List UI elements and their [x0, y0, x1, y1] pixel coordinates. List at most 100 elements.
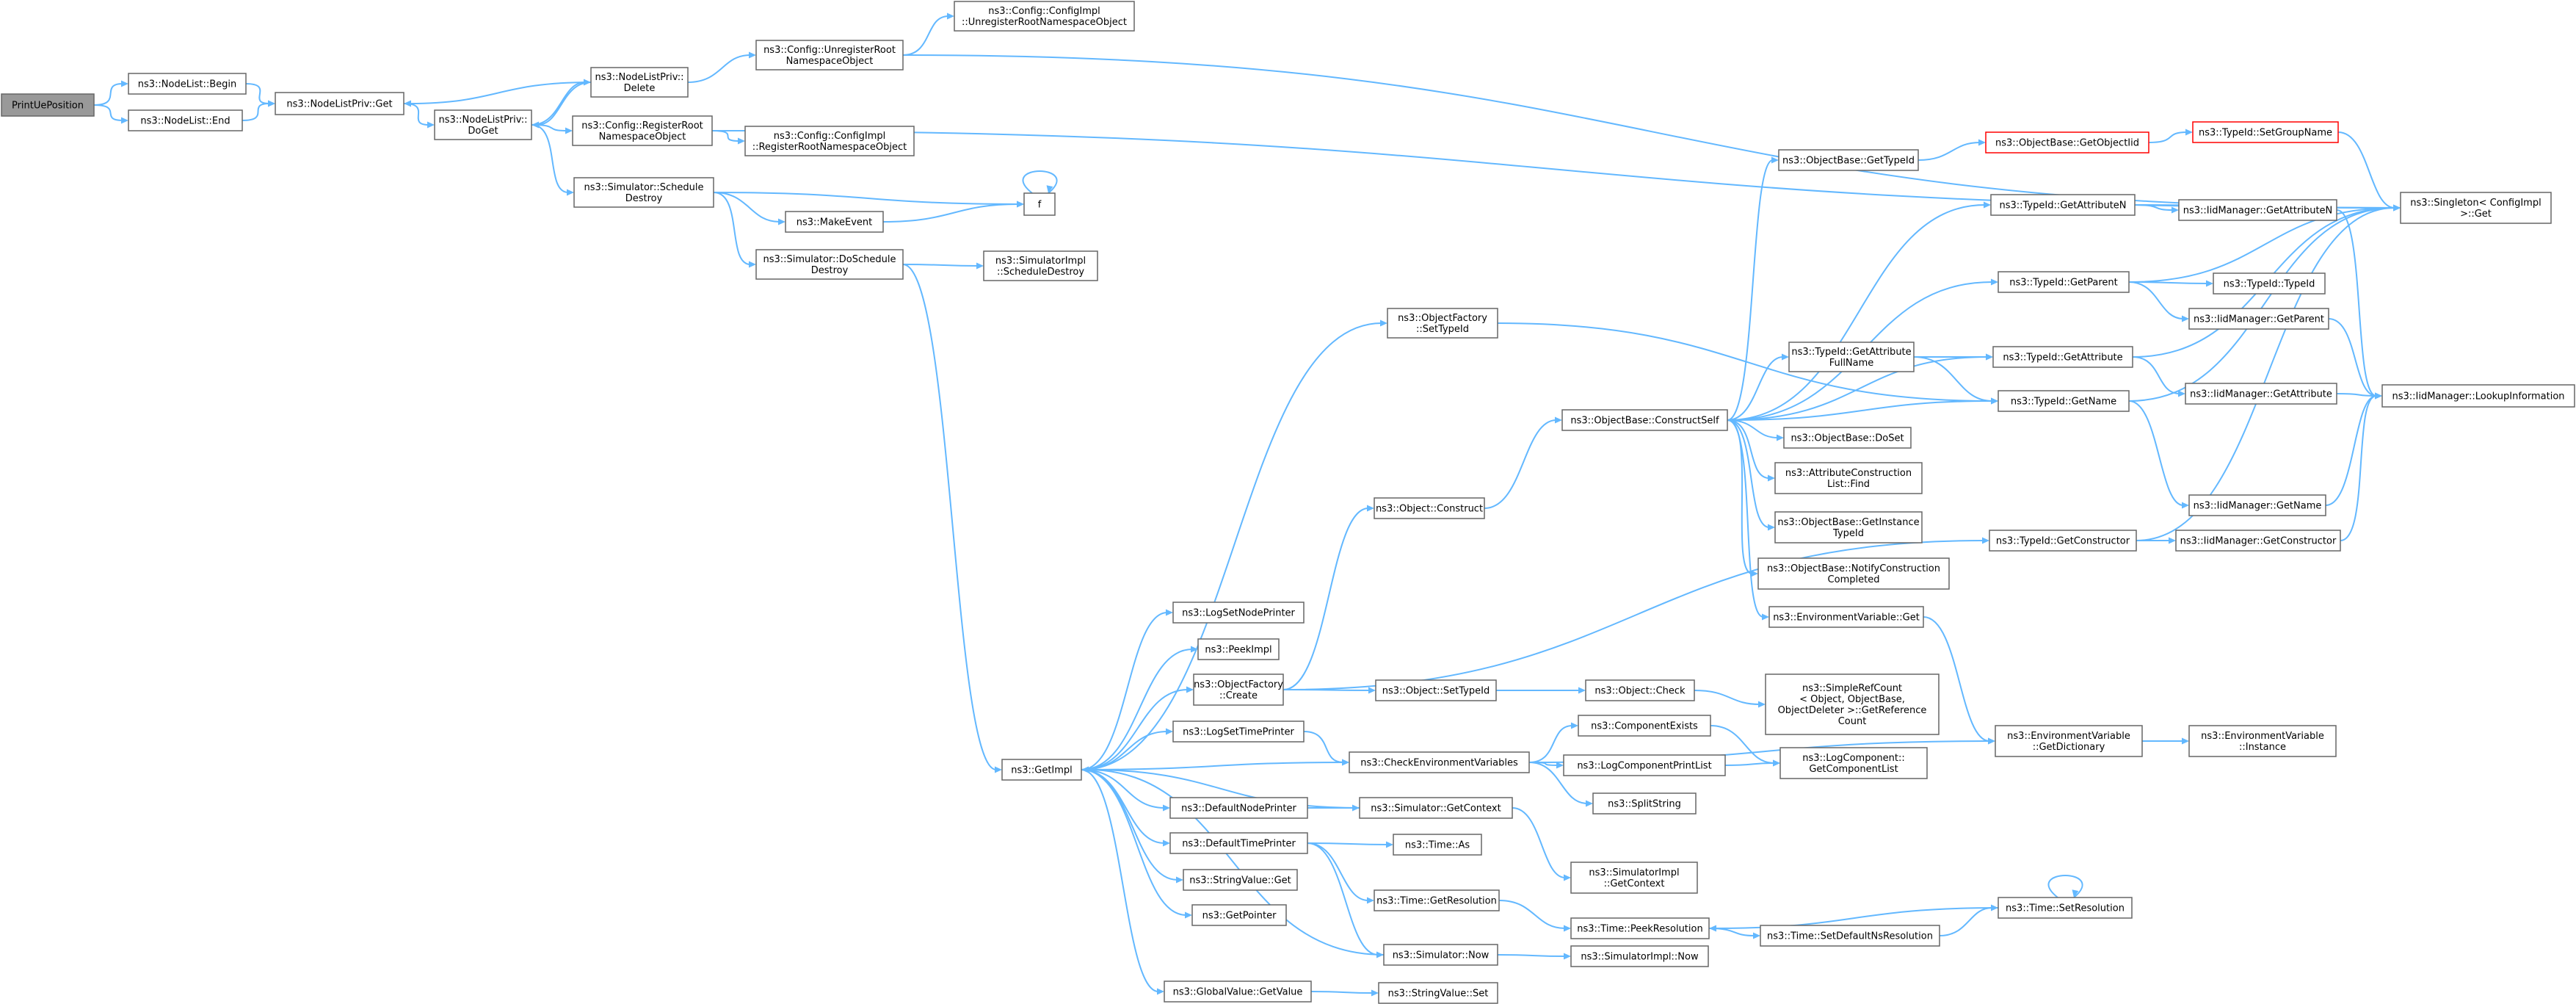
node-time-as[interactable]: ns3::Time::As: [1393, 834, 1482, 856]
node-simimpl-now[interactable]: ns3::SimulatorImpl::Now: [1570, 945, 1709, 967]
arrowhead: [1386, 841, 1393, 848]
node-time-getres[interactable]: ns3::Time::GetResolution: [1374, 889, 1500, 911]
edge-getimpl-to-of-settypeid: [1081, 322, 1382, 770]
node-iid-getattrn[interactable]: ns3::IidManager::GetAttributeN: [2178, 199, 2337, 221]
node-defnodeprinter[interactable]: ns3::DefaultNodePrinter: [1169, 797, 1308, 819]
edge-ob-construct-to-ob-gettypeid: [1727, 159, 1774, 421]
node-ob-construct[interactable]: ns3::ObjectBase::ConstructSelf: [1561, 409, 1728, 431]
node-label: ns3::LogSetNodePrinter: [1182, 608, 1295, 619]
node-getpointer[interactable]: ns3::GetPointer: [1191, 904, 1287, 926]
node-simimpl-getctx[interactable]: ns3::SimulatorImpl::GetContext: [1570, 862, 1698, 894]
node-f[interactable]: f: [1023, 192, 1056, 216]
node-getimpl[interactable]: ns3::GetImpl: [1001, 759, 1082, 781]
node-logcompprint[interactable]: ns3::LogComponentPrintList: [1563, 754, 1726, 776]
edge-iid-getattrn-to-iid-lookup: [2336, 209, 2377, 397]
edge-ob-construct-to-attr-find: [1727, 419, 1770, 479]
node-envvar-inst[interactable]: ns3::EnvironmentVariable::Instance: [2188, 725, 2337, 757]
node-of-create[interactable]: ns3::ObjectFactory::Create: [1193, 673, 1284, 706]
node-label: f: [1038, 200, 1042, 211]
node-tid-getctor[interactable]: ns3::TypeId::GetConstructor: [1989, 530, 2137, 552]
node-nlp-delete[interactable]: ns3::NodeListPriv::Delete: [590, 67, 689, 98]
node-time-setres[interactable]: ns3::Time::SetResolution: [1998, 897, 2133, 919]
edge-of-settypeid-to-tid-getname: [1497, 322, 1993, 402]
node-obj-settypeid[interactable]: ns3::Object::SetTypeId: [1375, 679, 1497, 701]
node-label: TypeId: [1832, 528, 1864, 539]
node-ob-doset[interactable]: ns3::ObjectBase::DoSet: [1783, 427, 1912, 449]
node-box: [1172, 721, 1305, 743]
node-label: ns3::ComponentExists: [1591, 721, 1698, 732]
node-tid-getname[interactable]: ns3::TypeId::GetName: [1998, 390, 2130, 412]
arrowhead: [2182, 315, 2189, 322]
node-singleton[interactable]: ns3::Singleton< ConfigImpl>::Get: [2400, 192, 2552, 224]
node-time-peekres[interactable]: ns3::Time::PeekResolution: [1570, 917, 1710, 939]
arrowhead: [1991, 278, 1998, 286]
node-peekimpl[interactable]: ns3::PeekImpl: [1197, 638, 1280, 660]
node-nl-end[interactable]: ns3::NodeList::End: [128, 109, 243, 131]
node-strval-get[interactable]: ns3::StringValue::Get: [1183, 869, 1298, 891]
edge-f-to-f: [1022, 170, 1058, 194]
node-envvar-get[interactable]: ns3::EnvironmentVariable::Get: [1768, 606, 1924, 628]
node-checkenv[interactable]: ns3::CheckEnvironmentVariables: [1349, 751, 1530, 773]
node-comp-exists[interactable]: ns3::ComponentExists: [1578, 715, 1711, 737]
node-cfgimpl-reg[interactable]: ns3::Config::ConfigImpl::RegisterRootNam…: [744, 126, 915, 156]
node-box: [1172, 602, 1305, 624]
node-tid-typeid[interactable]: ns3::TypeId::TypeId: [2213, 272, 2326, 295]
node-iid-getname[interactable]: ns3::IidManager::GetName: [2188, 494, 2326, 516]
node-time-setdefns[interactable]: ns3::Time::SetDefaultNsResolution: [1760, 925, 1940, 947]
edge-nlp-delete-to-cfg-unreg: [687, 54, 751, 83]
node-nlp-get[interactable]: ns3::NodeListPriv::Get: [275, 92, 404, 115]
node-nlp-doget[interactable]: ns3::NodeListPriv::DoGet: [434, 109, 532, 140]
node-sim-now[interactable]: ns3::Simulator::Now: [1383, 944, 1498, 966]
node-box: [1570, 945, 1709, 967]
node-envvar-dict[interactable]: ns3::EnvironmentVariable::GetDictionary: [1995, 725, 2143, 757]
node-tid-setgroup[interactable]: ns3::TypeId::SetGroupName: [2192, 121, 2339, 143]
node-iid-getparent[interactable]: ns3::IidManager::GetParent: [2188, 308, 2329, 330]
arrowhead: [268, 100, 275, 107]
node-box: [275, 92, 404, 115]
node-ob-getobjtid[interactable]: ns3::ObjectBase::GetObjectIid: [1985, 131, 2149, 154]
node-label: ns3::ObjectBase::NotifyConstruction: [1767, 563, 1940, 574]
node-simimpl-schedd[interactable]: ns3::SimulatorImpl::ScheduleDestroy: [983, 250, 1098, 281]
node-logsettime[interactable]: ns3::LogSetTimePrinter: [1172, 721, 1305, 743]
node-cfg-reg[interactable]: ns3::Config::RegisterRootNamespaceObject: [572, 115, 713, 146]
node-tid-getattr[interactable]: ns3::TypeId::GetAttribute: [1992, 346, 2133, 368]
node-sim-schedd[interactable]: ns3::Simulator::ScheduleDestroy: [573, 177, 714, 208]
node-makeevent[interactable]: ns3::MakeEvent: [785, 211, 884, 233]
node-label: ns3::GetPointer: [1202, 911, 1277, 922]
node-tid-getattrn[interactable]: ns3::TypeId::GetAttributeN: [1990, 194, 2136, 216]
edge-sim-schedd-to-makeevent: [713, 192, 780, 223]
node-iid-getattr[interactable]: ns3::IidManager::GetAttribute: [2185, 383, 2337, 405]
arrowhead: [1564, 925, 1571, 932]
node-of-settypeid[interactable]: ns3::ObjectFactory::SetTypeId: [1387, 308, 1498, 339]
node-obj-construct[interactable]: ns3::Object::Construct: [1374, 497, 1485, 519]
node-nl-begin[interactable]: ns3::NodeList::Begin: [128, 73, 247, 95]
node-printue[interactable]: PrintUePosition: [1, 93, 95, 117]
node-tid-getparent[interactable]: ns3::TypeId::GetParent: [1998, 271, 2130, 293]
edge-printue-to-nl-begin: [93, 83, 123, 106]
node-logcomp-getlist[interactable]: ns3::LogComponent::GetComponentList: [1779, 747, 1928, 779]
node-strval-set[interactable]: ns3::StringValue::Set: [1378, 982, 1498, 1004]
node-iid-lookup[interactable]: ns3::IidManager::LookupInformation: [2381, 384, 2575, 408]
node-label: ns3::AttributeConstruction: [1785, 468, 1912, 479]
node-deftimeprinter[interactable]: ns3::DefaultTimePrinter: [1169, 832, 1308, 854]
node-box: [755, 40, 904, 71]
node-cfgimpl-unreg[interactable]: ns3::Config::ConfigImpl::UnregisterRootN…: [954, 1, 1135, 32]
edge-ob-construct-to-tid-getattrn: [1727, 204, 1986, 421]
node-cfg-unreg[interactable]: ns3::Config::UnregisterRootNamespaceObje…: [755, 40, 904, 71]
node-label: ns3::ObjectFactory: [1194, 679, 1283, 690]
node-gv-getvalue[interactable]: ns3::GlobalValue::GetValue: [1164, 980, 1312, 1003]
node-logsetnode[interactable]: ns3::LogSetNodePrinter: [1172, 602, 1305, 624]
node-srefcount[interactable]: ns3::SimpleRefCount< Object, ObjectBase,…: [1765, 673, 1940, 735]
node-obj-check[interactable]: ns3::Object::Check: [1585, 679, 1695, 701]
node-ob-gettypeid[interactable]: ns3::ObjectBase::GetTypeId: [1778, 149, 1919, 171]
node-splitstring[interactable]: ns3::SplitString: [1592, 792, 1697, 815]
node-ob-notify[interactable]: ns3::ObjectBase::NotifyConstructionCompl…: [1757, 557, 1950, 590]
node-label: < Object, ObjectBase,: [1799, 694, 1905, 705]
node-sim-getctx[interactable]: ns3::Simulator::GetContext: [1359, 797, 1513, 819]
node-iid-getctor[interactable]: ns3::IidManager::GetConstructor: [2175, 530, 2341, 552]
